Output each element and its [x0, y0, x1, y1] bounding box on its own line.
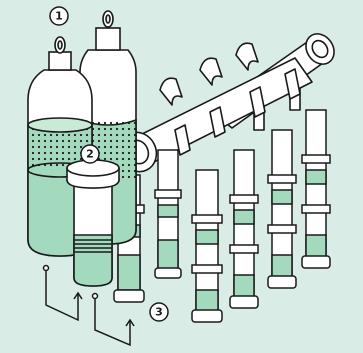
step-badge-3: 3: [150, 303, 168, 321]
step-label-3: 3: [155, 306, 163, 319]
step-label-1: 1: [55, 10, 63, 23]
filter-column-2: [155, 150, 181, 278]
step-label-2: 2: [86, 148, 94, 161]
step-badge-2: 2: [81, 145, 99, 163]
sample-jar: [67, 160, 119, 286]
filter-column-5: [268, 130, 296, 288]
pointer-dot-1: [44, 266, 49, 271]
filter-column-6: [302, 110, 330, 268]
filter-column-4: [230, 150, 258, 308]
filter-column-3: [192, 170, 222, 322]
pointer-dot-2: [93, 294, 98, 299]
step-badge-1: 1: [50, 7, 68, 25]
